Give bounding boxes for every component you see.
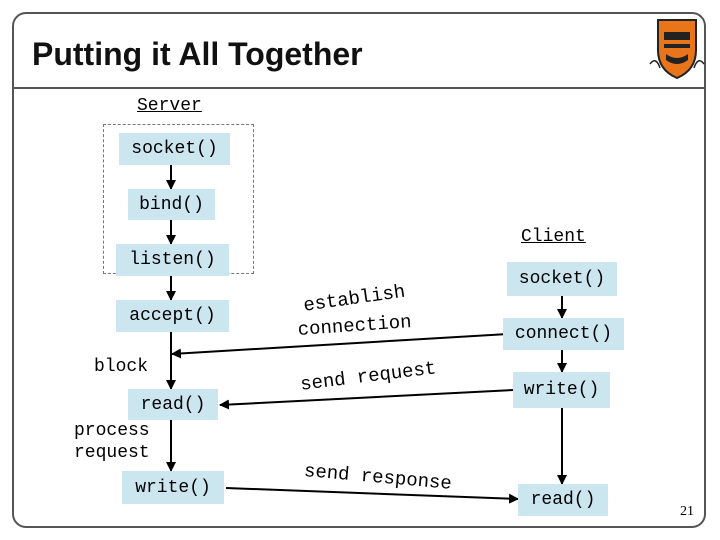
server-socket-box: socket() xyxy=(119,133,230,165)
client-connect-box: connect() xyxy=(503,318,624,350)
client-socket-box: socket() xyxy=(507,262,617,296)
server-label: Server xyxy=(137,96,202,116)
slide-title: Putting it All Together xyxy=(32,36,363,72)
server-listen-box: listen() xyxy=(116,244,229,276)
server-read-box: read() xyxy=(128,389,218,420)
server-accept-box: accept() xyxy=(116,300,229,332)
process-label-line2: request xyxy=(74,443,150,463)
client-read-box: read() xyxy=(518,484,608,516)
process-label-line1: process xyxy=(74,421,150,441)
establish-connection-arrow xyxy=(171,333,509,359)
server-write-box: write() xyxy=(122,471,224,504)
server-bind-box: bind() xyxy=(128,189,215,220)
client-label: Client xyxy=(521,227,586,247)
title-divider xyxy=(14,87,706,89)
send-response-arrow xyxy=(225,487,519,504)
page-number: 21 xyxy=(680,504,694,519)
block-label: block xyxy=(94,357,149,377)
client-write-box: write() xyxy=(513,372,610,408)
send-request-arrow xyxy=(219,389,514,410)
princeton-shield-logo xyxy=(649,19,705,80)
slide-frame xyxy=(12,12,706,528)
